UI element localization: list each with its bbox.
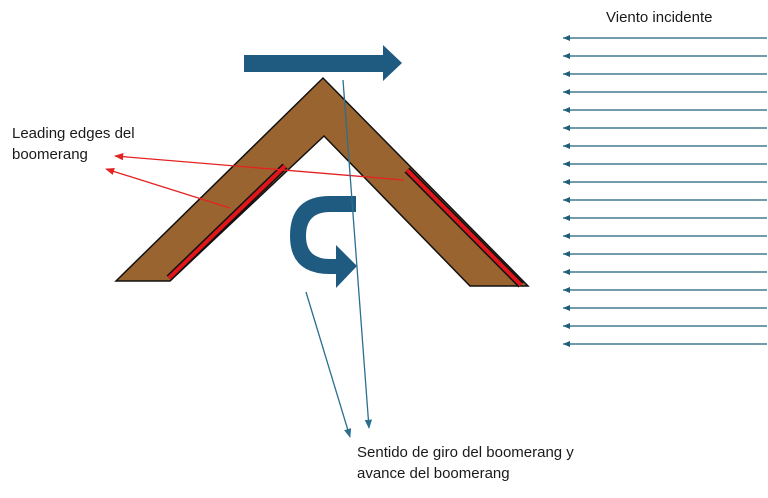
- wind-line-arrowhead: [563, 251, 570, 257]
- annotation-arrow-left-edge: [105, 167, 231, 209]
- leading-edge-left-red: [167, 164, 287, 280]
- motion-arrow: [244, 45, 402, 81]
- rotation-arrow: [290, 196, 357, 288]
- wind-line-arrowhead: [563, 305, 570, 311]
- wind-line-arrowhead: [563, 179, 570, 185]
- wind-line-arrowhead: [563, 215, 570, 221]
- annotation-arrow-rotation: [305, 291, 352, 438]
- leading-edges-label-line-2: boomerang: [12, 146, 88, 163]
- wind-line-arrowhead: [563, 107, 570, 113]
- rotation-label-line-1: Sentido de giro del boomerang y: [357, 444, 574, 461]
- boomerang-body: [114, 76, 530, 287]
- wind-line-arrowhead: [563, 287, 570, 293]
- wind-line-arrowhead: [563, 125, 570, 131]
- leading-edges-label: Leading edges del boomerang: [12, 123, 135, 165]
- wind-line-arrowhead: [563, 341, 570, 347]
- annotation-arrow-right-edge: [114, 153, 405, 181]
- wind-line-arrowhead: [563, 233, 570, 239]
- wind-label-text: Viento incidente: [606, 9, 713, 26]
- rotation-label: Sentido de giro del boomerang y avance d…: [357, 442, 574, 484]
- wind-line-arrowhead: [563, 35, 570, 41]
- wind-line-arrowhead: [563, 269, 570, 275]
- wind-line-arrowhead: [563, 71, 570, 77]
- wind-line-arrowhead: [563, 161, 570, 167]
- wind-line-arrowhead: [563, 53, 570, 59]
- wind-line-arrowhead: [563, 89, 570, 95]
- rotation-label-line-2: avance del boomerang: [357, 465, 510, 482]
- annotation-arrow-advance: [342, 79, 373, 429]
- wind-line-arrowhead: [563, 197, 570, 203]
- wind-label: Viento incidente: [606, 7, 712, 28]
- leading-edge-right-red: [405, 168, 523, 287]
- wind-line-arrowhead: [563, 143, 570, 149]
- leading-edges-label-line-1: Leading edges del: [12, 125, 135, 142]
- wind-line-arrowhead: [563, 323, 570, 329]
- wind-lines: [563, 35, 767, 347]
